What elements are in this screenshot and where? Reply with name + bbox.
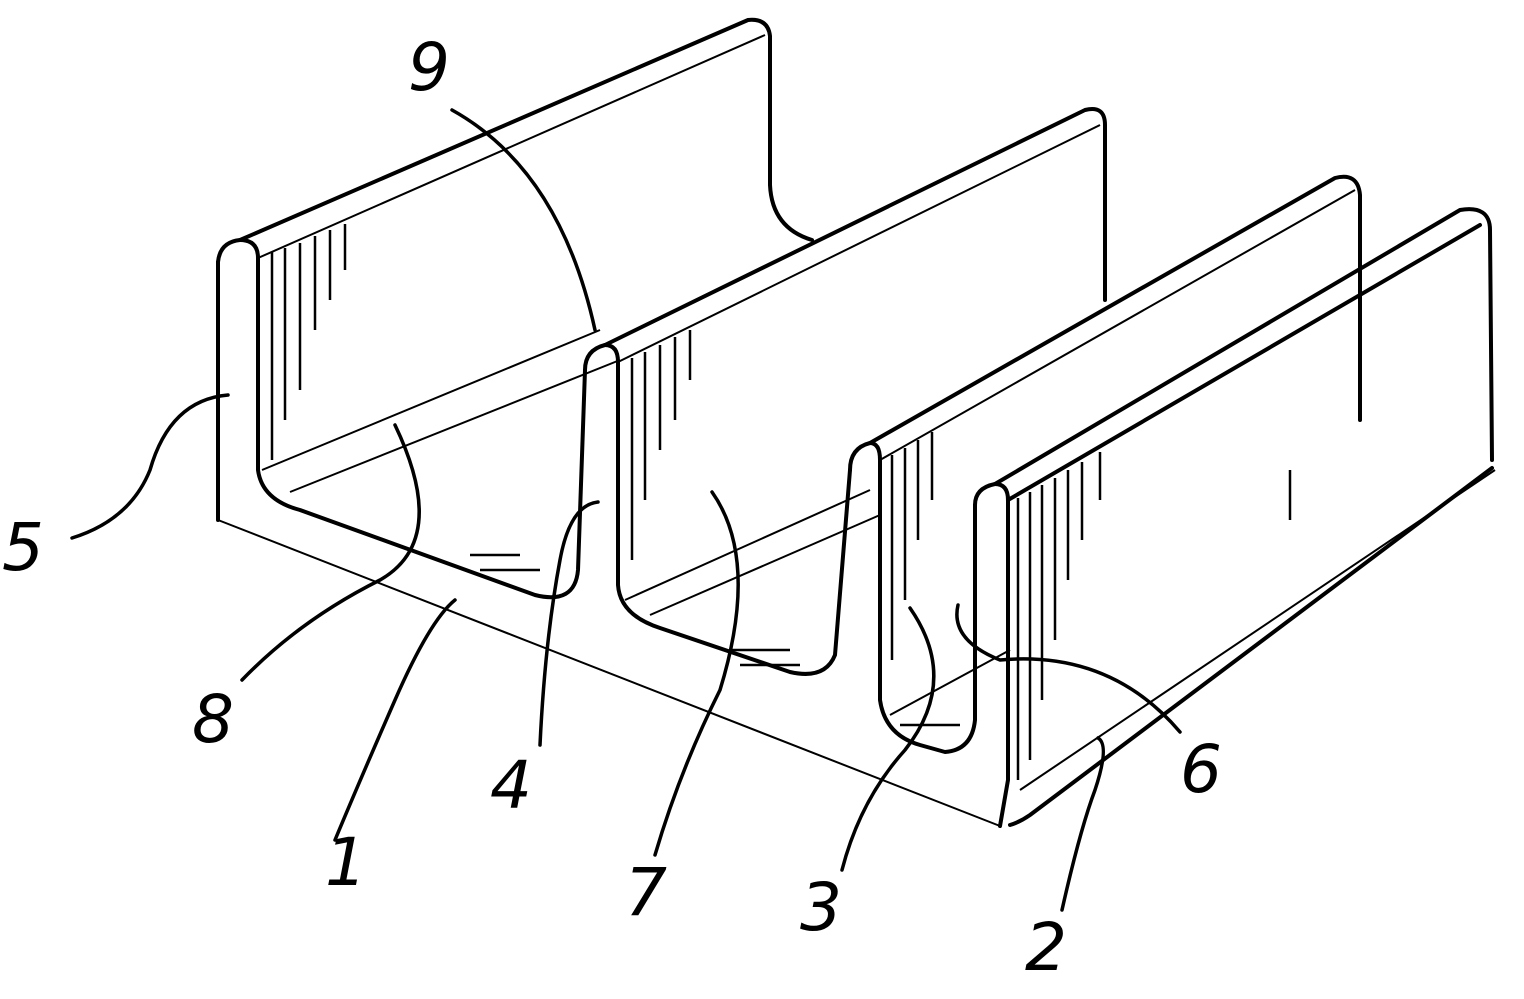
leader-lines <box>72 110 1180 910</box>
label-2: 2 <box>1025 909 1067 986</box>
label-4: 4 <box>490 747 532 824</box>
label-3: 3 <box>800 869 842 946</box>
label-8: 8 <box>192 681 234 758</box>
shading-hatch <box>272 224 1290 780</box>
label-5: 5 <box>2 509 44 586</box>
label-9: 9 <box>408 29 450 106</box>
wall-2 <box>975 209 1492 505</box>
label-7: 7 <box>625 854 667 931</box>
wall-4 <box>585 109 1105 370</box>
channel-body <box>218 20 1495 826</box>
reference-numerals: 9 5 8 1 4 7 3 2 6 <box>2 29 1222 986</box>
label-6: 6 <box>1180 731 1222 808</box>
label-1: 1 <box>325 824 367 901</box>
wall-5 <box>218 20 812 262</box>
